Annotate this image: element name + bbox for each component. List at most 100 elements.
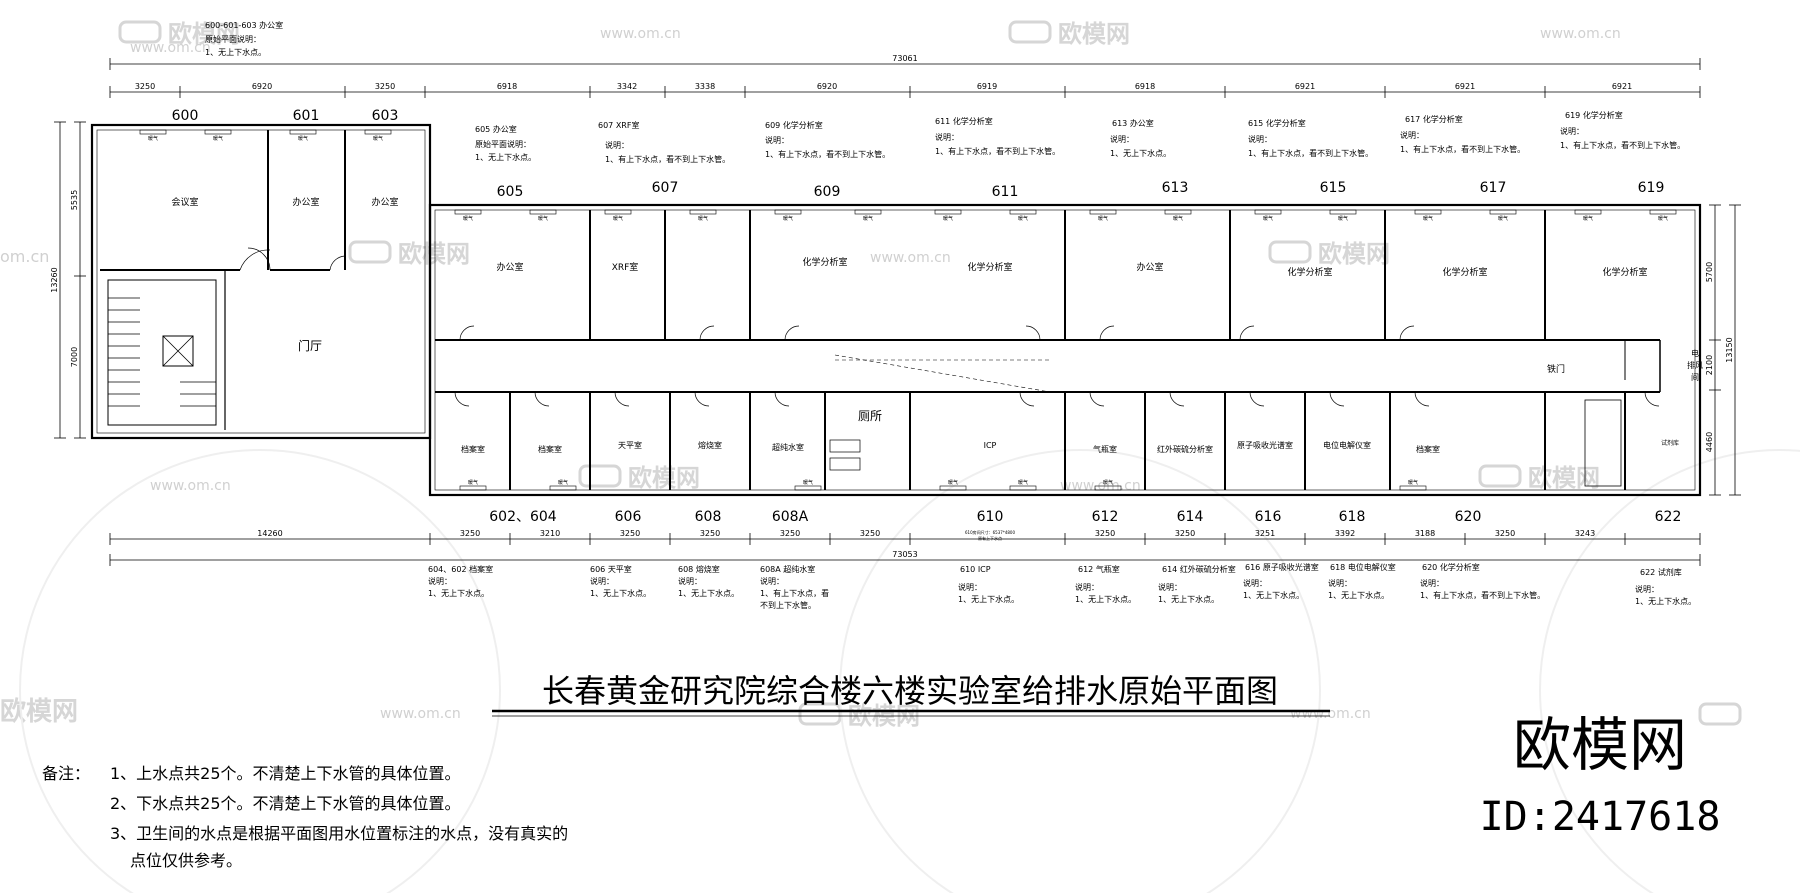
watermark-logo-icon: 欧模网: [118, 20, 240, 48]
room-name-613: 办公室: [1136, 261, 1163, 273]
note-610: 610 ICP 说明： 1、无上下水点。: [958, 565, 1019, 604]
radiator-tags: 暖气 暖气 暖气 暖气 暖气 暖气 暖气 暖气 暖气 暖气 暖气 暖气 暖气 暖…: [139, 129, 1677, 491]
note-line: 说明：: [605, 140, 629, 150]
note-line: 1、无上下水点。: [678, 588, 739, 598]
watermark-text: 欧模网: [168, 20, 240, 48]
dim-top-11: 6921: [1455, 82, 1475, 91]
dim-top-12: 6921: [1612, 82, 1632, 91]
note-line: 说明：: [1075, 582, 1099, 592]
note-line: 1、无上下水点。: [475, 152, 536, 162]
note-609: 609 化学分析室 说明： 1、有上下水点，看不到上下水管。: [765, 120, 890, 159]
room-name-612: 气瓶室: [1093, 444, 1117, 454]
room-name-611: 化学分析室: [967, 261, 1012, 273]
note-line: 1、有上下水点，看不到上下水管。: [605, 154, 730, 164]
watermark-logo-icon: 欧模网: [578, 464, 700, 492]
note-line: 1、有上下水点，看不到上下水管。: [765, 149, 890, 159]
room-name-609: 化学分析室: [802, 256, 847, 268]
note-head: 615 化学分析室: [1248, 118, 1306, 128]
label-electric: 电: [1691, 348, 1699, 358]
note-line: 说明：: [958, 582, 982, 592]
radiator-tag: 暖气: [613, 215, 623, 222]
dim-right-2: 2100: [1705, 355, 1714, 375]
dim-left-total: 13260: [50, 267, 59, 292]
dim-bottom-8: 3250: [1095, 529, 1115, 538]
radiator-tag: 暖气: [698, 215, 708, 222]
watermark-url: www.om.cn: [600, 26, 681, 42]
radiator-tag: 暖气: [1583, 215, 1593, 222]
dim-bottom-4: 3250: [620, 529, 640, 538]
room-number-615: 615: [1320, 180, 1347, 196]
note-607: 607 XRF室 说明： 1、有上下水点，看不到上下水管。: [598, 120, 730, 164]
room-number-611: 611: [992, 184, 1019, 200]
dim-top-2: 6920: [252, 82, 272, 91]
dim-left-2: 7000: [70, 347, 79, 367]
radiator-tag: 暖气: [1263, 215, 1273, 222]
radiator-tag: 暖气: [1498, 215, 1508, 222]
watermark-logo-icon: [1698, 702, 1742, 726]
room-name-620: 档案室: [1416, 444, 1440, 454]
note-head: 619 化学分析室: [1565, 110, 1623, 120]
note-line: 说明：: [678, 576, 702, 586]
dim-top-10: 6921: [1295, 82, 1315, 91]
note-head: 605 办公室: [475, 124, 517, 134]
radiator-tag: 暖气: [538, 215, 548, 222]
walls: [90, 123, 1702, 497]
watermark-text: 欧模网: [1318, 240, 1390, 268]
note-line: 1、有上下水点，看不到上下水管。: [1400, 144, 1525, 154]
note-606: 606 天平室 说明： 1、无上下水点。: [590, 564, 651, 598]
dim-bottom-3: 3210: [540, 529, 560, 538]
note-611: 611 化学分析室 说明： 1、有上下水点，看不到上下水管。: [935, 116, 1060, 156]
radiator-tag: 暖气: [463, 215, 473, 222]
watermark-url: www.om.cn: [870, 250, 951, 266]
note-head: 609 化学分析室: [765, 120, 823, 130]
brand-id: ID:2417618: [1480, 794, 1721, 840]
radiator-tag: 暖气: [803, 479, 813, 486]
watermark-logo-icon: 欧模网: [1268, 240, 1390, 268]
note-line: 原始平面说明：: [475, 139, 531, 149]
note-head: 618 电位电解仪室: [1330, 562, 1396, 572]
room-name-615: 化学分析室: [1287, 266, 1332, 278]
dimension-labels: 73061 3250 6920 3250 6918 3342 3338 6920…: [50, 54, 1734, 559]
dim-top-9: 6918: [1135, 82, 1155, 91]
note-head: 608A 超纯水室: [760, 564, 815, 574]
dim-bottom-9: 3250: [1175, 529, 1195, 538]
notes-bottom: 604、602 档案室 说明： 1、无上下水点。 606 天平室 说明： 1、无…: [428, 562, 1696, 610]
room-name-604: 档案室: [538, 444, 562, 454]
note-616: 616 原子吸收光谱室 说明： 1、无上下水点。: [1243, 562, 1319, 600]
dim-bottom-2: 3250: [460, 529, 480, 538]
dim-right-total: 13150: [1725, 337, 1734, 362]
room-number-619: 619: [1638, 180, 1665, 196]
room-name-608a: 超纯水室: [772, 442, 804, 452]
watermark-url: www.om.cn: [150, 478, 231, 494]
dim-top-1: 3250: [135, 82, 155, 91]
note-line: 说明：: [1328, 578, 1352, 588]
footnote-line-4: 点位仅供参考。: [130, 851, 242, 870]
room-number-609: 609: [814, 184, 841, 200]
watermark-url: www.om.cn: [1540, 26, 1621, 42]
dim-bottom-12: 3188: [1415, 529, 1435, 538]
room-number-620: 620: [1455, 509, 1482, 525]
note-head: 600-601-603 办公室: [205, 20, 283, 30]
note-head: 613 办公室: [1112, 118, 1154, 128]
note-608: 608 熔烧室 说明： 1、无上下水点。: [678, 564, 739, 598]
watermark-text: 欧模网: [0, 696, 78, 727]
radiator-tag: 暖气: [1173, 215, 1183, 222]
room-name-618: 电位电解仪室: [1323, 440, 1371, 450]
room-number-608: 608: [695, 509, 722, 525]
dim-bottom-13: 3250: [1495, 529, 1515, 538]
note-line: 说明：: [1420, 578, 1444, 588]
annot-610: 610房间尺寸：6537*4800: [965, 529, 1015, 535]
footnote: 备注： 1、上水点共25个。不清楚上下水管的具体位置。 2、下水点共25个。不清…: [42, 764, 568, 870]
room-name-toilet: 厕所: [858, 409, 882, 423]
note-622: 622 试剂库 说明： 1、无上下水点。: [1635, 567, 1696, 606]
note-line: 原始平面说明：: [205, 34, 261, 44]
note-line: 1、无上下水点。: [958, 594, 1019, 604]
note-head: 610 ICP: [960, 565, 991, 574]
radiator-tag: 暖气: [948, 479, 958, 486]
footnote-line-1: 1、上水点共25个。不清楚上下水管的具体位置。: [110, 764, 461, 783]
dim-total-top: 73061: [892, 54, 917, 63]
room-name-605: 办公室: [496, 261, 523, 273]
radiator-tag: 暖气: [1338, 215, 1348, 222]
watermark-text: 欧模网: [628, 464, 700, 492]
radiator-tag: 暖气: [943, 215, 953, 222]
